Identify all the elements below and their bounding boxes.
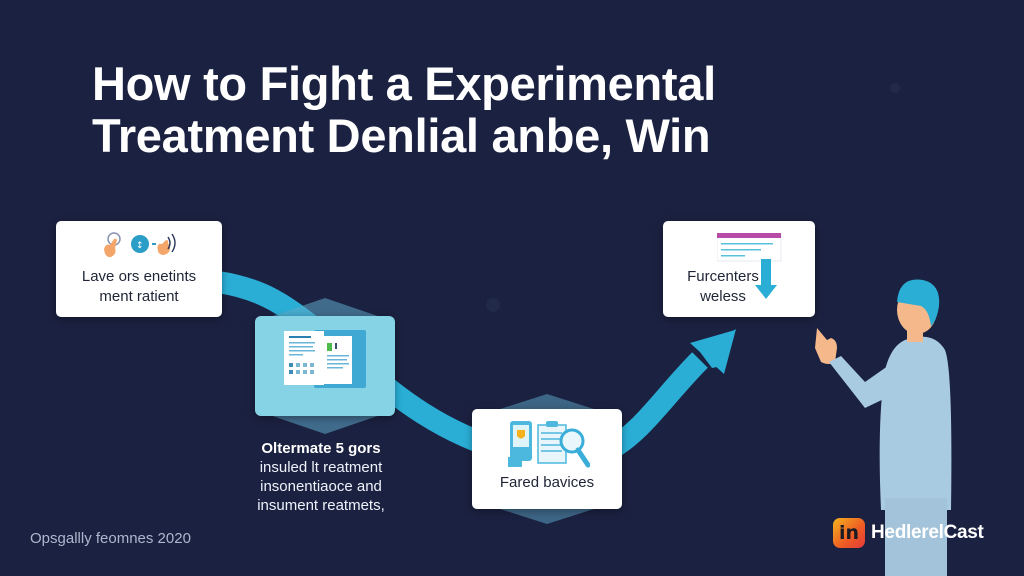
doctor-figure xyxy=(815,279,952,576)
title-line-1: How to Fight a Experimental xyxy=(92,57,716,110)
step-card-2[interactable] xyxy=(255,316,395,416)
flow-path xyxy=(216,271,708,472)
torso xyxy=(879,336,952,510)
hand-gesture-icon: ↕ xyxy=(104,232,176,258)
background-dot xyxy=(890,83,900,93)
step-3-label: Fared bavices xyxy=(499,474,595,491)
document-icon xyxy=(284,330,366,388)
svg-text:↕: ↕ xyxy=(136,241,144,251)
hair xyxy=(897,279,940,326)
brand-logo[interactable]: in HedlerelCast xyxy=(833,518,984,548)
phone-clipboard-magnifier-icon xyxy=(508,421,590,468)
step-2-description: Oltermate 5 gors insuled lt reatment ins… xyxy=(236,439,406,515)
background-dot xyxy=(486,298,500,312)
footer-caption: Opsgallly feomnes 2020 xyxy=(30,530,191,547)
arrowhead-icon xyxy=(700,329,736,374)
page-title: How to Fight a Experimental Treatment De… xyxy=(92,58,972,162)
step-card-3[interactable]: Fared bavices xyxy=(472,409,622,509)
title-line-2: Treatment Denlial anbe, Win xyxy=(92,109,711,162)
legs xyxy=(885,498,947,576)
description-body: insuled lt reatment insonentiaoce and in… xyxy=(257,459,385,514)
brand-logo-icon: in xyxy=(833,518,865,548)
form-down-arrow-icon xyxy=(717,233,782,299)
pointing-hand xyxy=(815,328,837,364)
brand-name: HedlerelCast xyxy=(871,522,984,543)
description-heading: Oltermate 5 gors xyxy=(261,440,381,457)
